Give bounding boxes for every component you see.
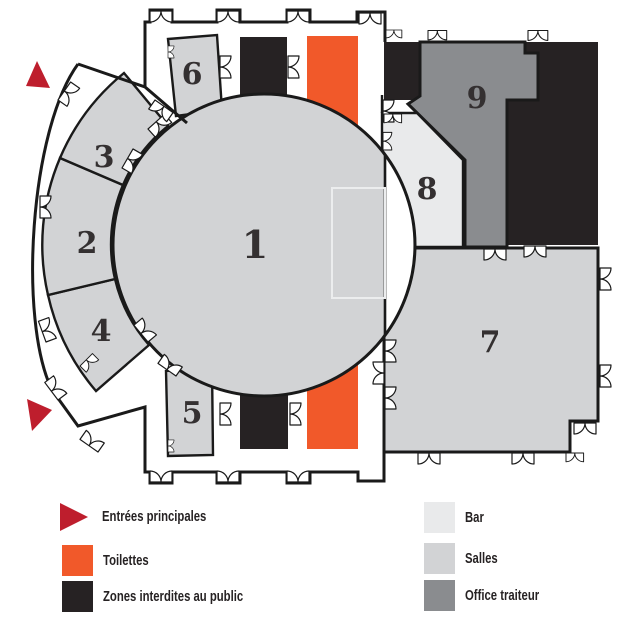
bar-swatch	[424, 502, 455, 533]
legend-label-bar: Bar	[465, 509, 484, 526]
zone-9-office-traiteur	[405, 40, 540, 249]
zone-label-8: 8	[417, 172, 438, 207]
zone-label-9: 9	[467, 81, 488, 116]
wall-topleft-diagonal	[77, 62, 188, 125]
legend-row-entrances: Entrées principales	[58, 502, 236, 532]
door-swing-icon	[219, 402, 232, 426]
door-swing-icon	[599, 364, 612, 388]
legend-label-salles: Salles	[465, 550, 498, 567]
legend-row-interdites: Zones interdites au public	[62, 581, 283, 612]
door-swing-icon	[385, 29, 403, 39]
door-swing-icon	[44, 375, 68, 401]
door-swing-icon	[37, 316, 57, 343]
door-swing-icon	[219, 55, 232, 79]
door-swing-icon	[427, 29, 448, 41]
door-swing-icon	[527, 29, 549, 41]
legend-row-bar: Bar	[424, 502, 489, 533]
zone-label-6: 6	[182, 57, 203, 92]
zone-label-5: 5	[182, 396, 203, 431]
door-swing-icon	[358, 12, 382, 25]
zone-label-3: 3	[94, 140, 115, 175]
zone-label-2: 2	[77, 226, 98, 261]
door-swing-icon	[511, 452, 535, 465]
toilettes-swatch	[62, 545, 93, 576]
door-swing-icon	[286, 10, 310, 23]
legend-label-entrances: Entrées principales	[102, 509, 207, 525]
zones-interdites-swatch	[62, 581, 93, 612]
legend-label-office: Office traiteur	[465, 587, 540, 604]
door-swing-icon	[286, 470, 310, 483]
door-swing-icon	[149, 470, 173, 483]
legend-row-salles: Salles	[424, 543, 507, 574]
door-swing-icon	[216, 10, 240, 23]
door-swing-icon	[289, 402, 302, 426]
door-swing-icon	[149, 10, 173, 23]
legend-label-toilettes: Toilettes	[103, 552, 149, 569]
corridor-crescent	[383, 151, 416, 339]
office-traiteur-swatch	[424, 580, 455, 611]
legend-row-toilettes: Toilettes	[62, 545, 162, 576]
entrance-triangle-icon	[60, 503, 88, 531]
zone-label-1: 1	[242, 222, 268, 267]
door-swing-icon	[287, 55, 300, 79]
entrance-arrow-bottom	[27, 399, 52, 431]
entrance-arrow-top	[26, 61, 50, 88]
stage-outline	[331, 187, 386, 299]
door-swing-icon	[599, 267, 612, 291]
floor-plan: 1 2 3 4 5 6 7 8 9	[26, 8, 612, 485]
door-swing-icon	[79, 429, 105, 453]
zone-label-4: 4	[91, 314, 112, 349]
zone-3-salle	[58, 71, 170, 187]
zone-label-7: 7	[480, 325, 501, 360]
legend-row-office: Office traiteur	[424, 580, 560, 611]
door-swing-icon	[565, 452, 585, 463]
door-swing-icon	[372, 361, 385, 385]
door-swing-icon	[417, 452, 441, 465]
legend-label-interdites: Zones interdites au public	[103, 588, 244, 605]
legend: Entrées principales Toilettes Zones inte…	[0, 490, 625, 617]
door-swing-icon	[216, 470, 240, 483]
door-swing-icon	[573, 422, 597, 435]
salles-swatch	[424, 543, 455, 574]
